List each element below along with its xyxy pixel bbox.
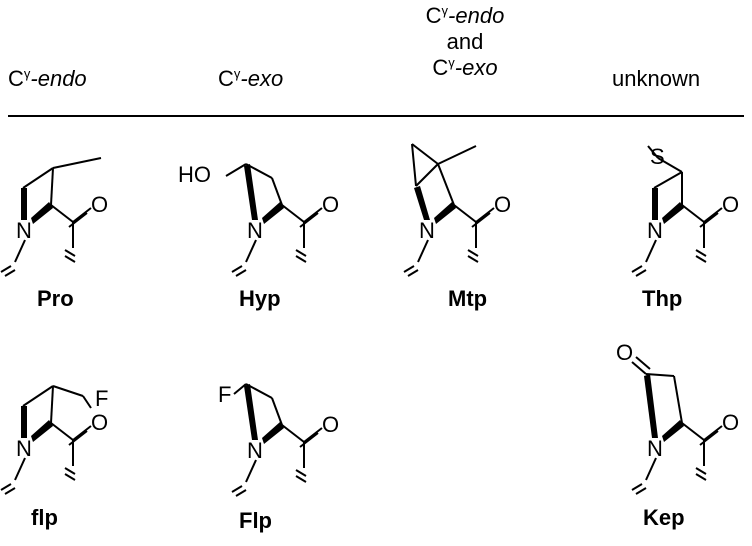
mtp-structure: N O [403,143,511,277]
header-divider [8,115,744,117]
header-cgamma-exo: Cγ-exo [218,66,284,91]
pro-nitrogen-label: N [16,218,32,243]
flp-lower-oxygen-label: O [91,410,108,435]
kep-structure: O N O [616,340,739,495]
thp-structure: S N O [631,144,739,277]
header-cgamma-endo-and-exo: Cγ-endo and Cγ-exo [425,3,505,80]
flp-upper-fluorine-label: F [218,382,231,407]
flp-upper-oxygen-label: O [322,412,339,437]
compound-name-mtp: Mtp [448,286,488,311]
flp-upper-structure: F N O [218,382,339,497]
flp-upper-nitrogen-label: N [247,438,263,463]
compound-name-flp-upper: Flp [239,508,272,533]
pro-structure: N O [0,157,108,277]
hyp-nitrogen-label: N [247,218,263,243]
flp-lower-structure: F N O [0,385,108,495]
hyp-hydroxyl-label: HO [178,162,211,187]
thp-sulfur-label: S [650,144,665,169]
pro-oxygen-label: O [91,192,108,217]
compound-name-pro: Pro [37,286,74,311]
thp-nitrogen-label: N [647,218,663,243]
compound-name-kep: Kep [643,505,685,530]
compound-name-flp-lower: flp [31,505,58,530]
hyp-oxygen-label: O [322,192,339,217]
mtp-oxygen-label: O [494,192,511,217]
mtp-nitrogen-label: N [419,218,435,243]
compound-name-thp: Thp [642,286,683,311]
compound-name-hyp: Hyp [239,286,281,311]
flp-lower-fluorine-label: F [95,386,108,411]
header-unknown: unknown [612,66,701,91]
kep-oxygen-keto-label: O [616,340,633,365]
thp-oxygen-label: O [722,192,739,217]
kep-oxygen-label: O [722,410,739,435]
header-cgamma-endo: Cγ-endo [8,66,87,91]
kep-nitrogen-label: N [647,436,663,461]
hyp-structure: HO N O [178,162,339,277]
flp-lower-nitrogen-label: N [16,436,32,461]
